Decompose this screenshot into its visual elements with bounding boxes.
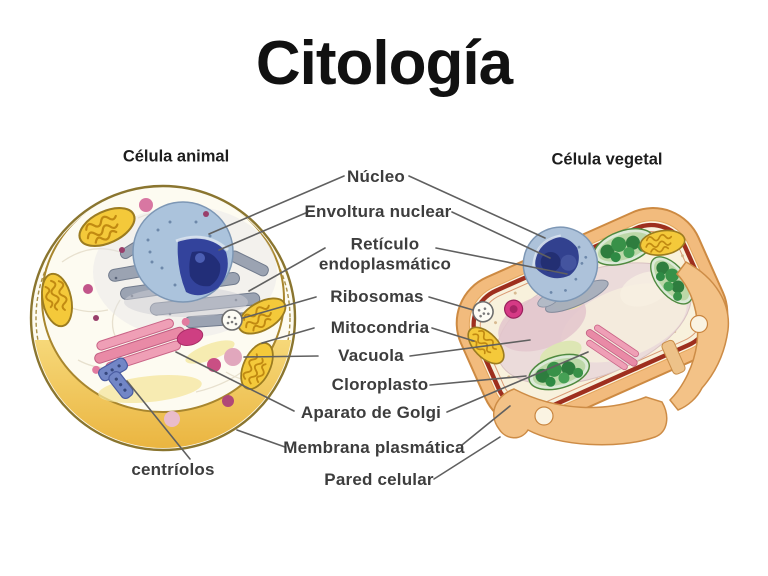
label-vacuola: Vacuola — [338, 346, 404, 366]
vegetal-cell-heading: Célula vegetal — [551, 150, 663, 169]
vegetal-cell-graphic — [455, 207, 730, 446]
leader-mitocondria-left — [261, 327, 315, 344]
leader-golgi-left — [175, 351, 295, 412]
leader-golgi-right — [446, 351, 589, 413]
leader-centriolos — [126, 380, 191, 460]
plant-nucleus-graphic — [522, 226, 609, 313]
leader-membrana-left — [236, 429, 286, 448]
label-centriolos: centríolos — [131, 460, 215, 480]
page-title: Citología — [255, 29, 513, 98]
animal-cell-heading: Célula animal — [122, 147, 230, 166]
animal-cell-graphic — [29, 184, 297, 452]
leader-pared-right — [433, 436, 501, 480]
label-nucleo: Núcleo — [347, 167, 405, 187]
plant-wall-pore-graphic — [661, 339, 686, 375]
leader-reticulo-left — [248, 247, 326, 292]
leader-cloroplasto-right — [429, 375, 527, 386]
plant-vesicle-magenta — [504, 299, 524, 319]
label-membrana-plasmatica: Membrana plasmática — [283, 438, 465, 458]
leader-ribosomas-left — [242, 296, 317, 319]
leader-nucleo-left — [208, 175, 345, 235]
leader-envoltura-right — [451, 211, 551, 259]
animal-nucleus-graphic — [124, 201, 248, 317]
label-envoltura-nuclear: Envoltura nuclear — [304, 202, 452, 222]
leader-ribosomas-right — [428, 296, 474, 311]
leader-lines — [126, 175, 589, 480]
label-reticulo-endoplasmatico: Retículo endoplasmático — [318, 234, 452, 273]
label-pared-celular: Pared celular — [324, 470, 434, 490]
leader-membrana-right — [461, 405, 511, 446]
leader-vacuola-right — [409, 339, 531, 357]
animal-centrioles-graphic — [98, 357, 134, 400]
label-ribosomas: Ribosomas — [330, 287, 424, 307]
label-aparato-de-golgi: Aparato de Golgi — [300, 403, 442, 423]
leader-mitocondria-right — [431, 327, 475, 342]
leader-envoltura-left — [218, 211, 309, 251]
label-cloroplasto: Cloroplasto — [331, 375, 429, 395]
animal-ribosome-inset — [221, 309, 243, 331]
leader-nucleo-right — [408, 175, 546, 239]
leader-vacuola-left — [243, 355, 319, 358]
label-mitocondria: Mitocondria — [330, 318, 430, 338]
leader-reticulo-right — [435, 247, 568, 275]
plant-wall-flaps-graphic — [493, 261, 730, 446]
plant-golgi-graphic — [585, 324, 639, 371]
